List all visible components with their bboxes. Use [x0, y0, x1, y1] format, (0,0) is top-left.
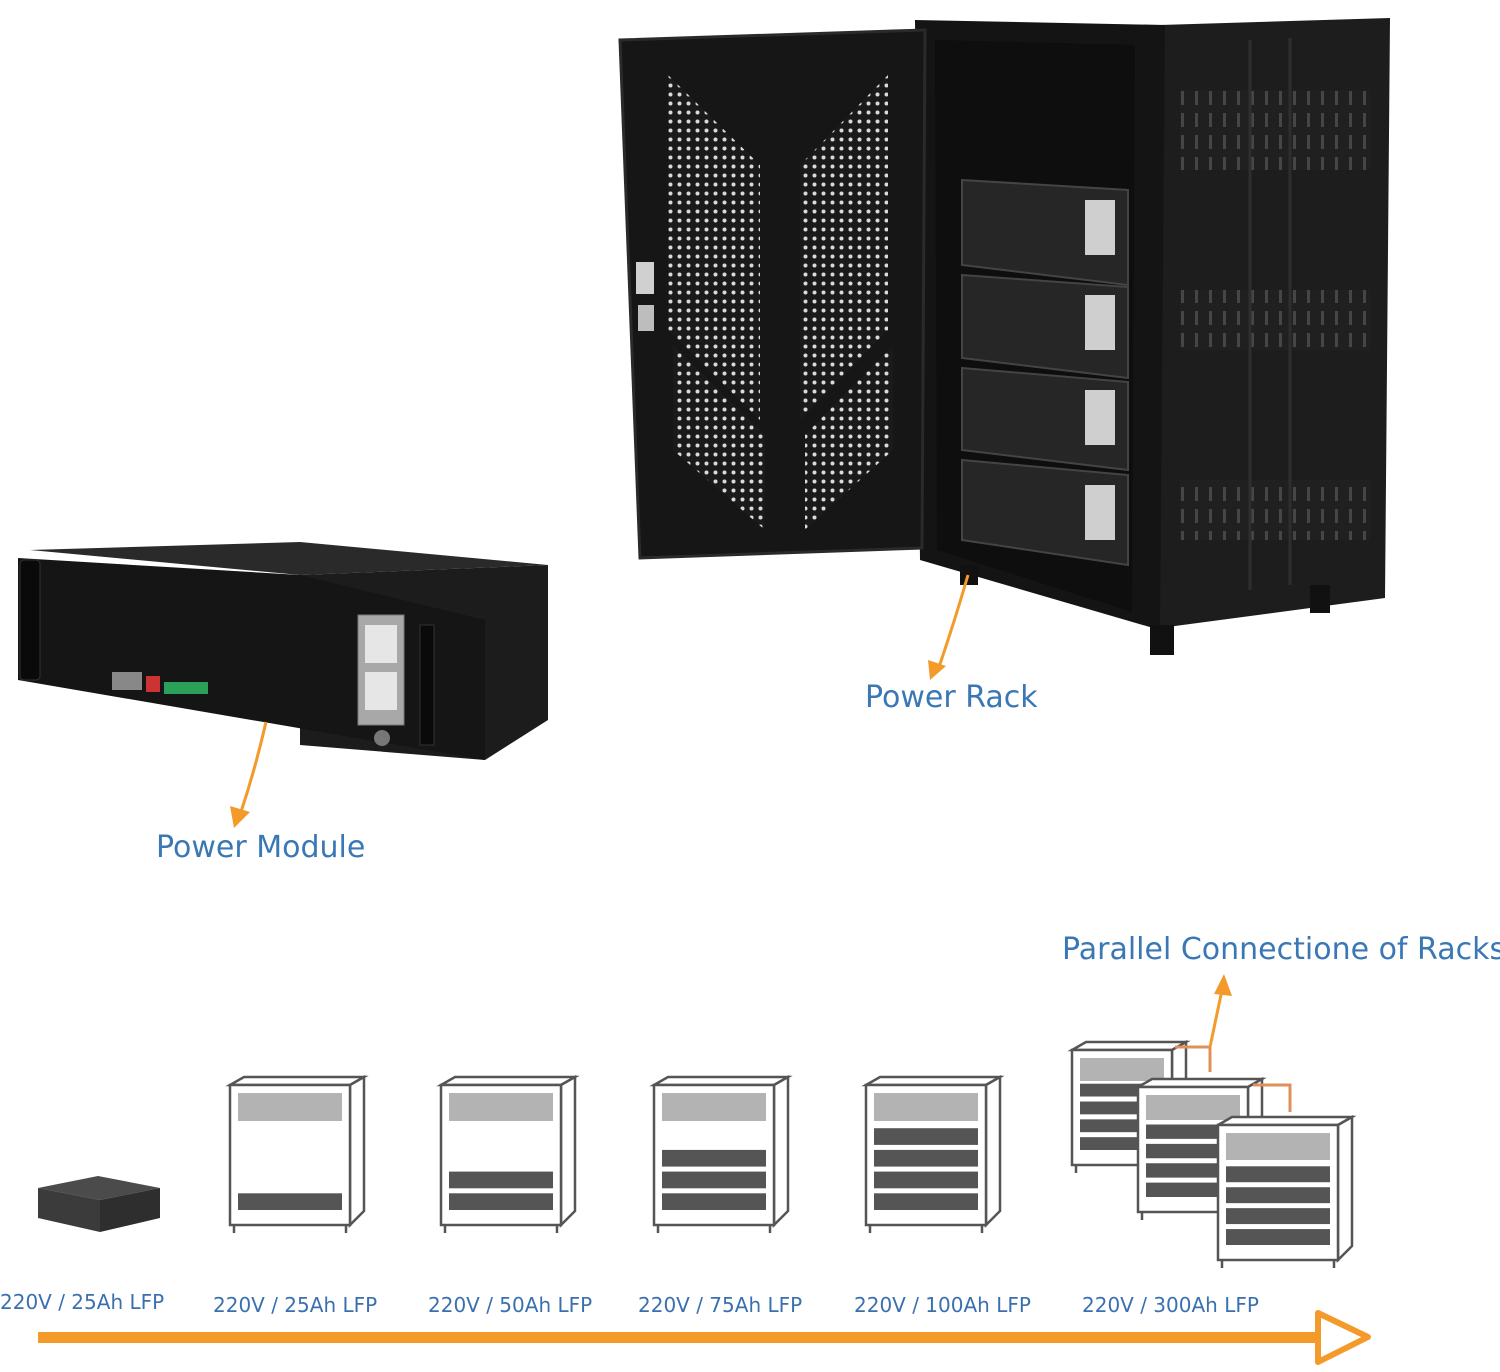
rack-icon-module [1146, 1182, 1240, 1197]
rack-icon [1213, 1114, 1357, 1268]
rack-icon-module [874, 1128, 978, 1145]
rack-icon [225, 1074, 369, 1233]
power-module-pointer-arrow [230, 721, 268, 828]
stage-caption-3: 220V / 50Ah LFP [428, 1293, 593, 1317]
rack-icon-module [1146, 1143, 1240, 1159]
rack-module-4 [961, 458, 1129, 567]
rack-icon-module [1226, 1187, 1330, 1204]
rack-icon-module [874, 1193, 978, 1210]
stage-caption-1: 220V / 25Ah LFP [0, 1290, 165, 1314]
rack-module-1 [961, 178, 1129, 287]
power-rack-image [618, 18, 1390, 655]
rack-icon-module [874, 1149, 978, 1167]
parallel-connection-lines [1175, 974, 1292, 1112]
rack-icon-module [1226, 1229, 1330, 1245]
rack-icon-module [662, 1193, 766, 1210]
rack-icon-module [238, 1193, 342, 1210]
rack-icon-module [1226, 1208, 1330, 1225]
rack-module-2 [961, 273, 1129, 380]
rack-icon-module [1226, 1166, 1330, 1183]
stage-caption-5: 220V / 100Ah LFP [854, 1293, 1031, 1317]
stage-caption-4: 220V / 75Ah LFP [638, 1293, 803, 1317]
rack-icon-module [1146, 1163, 1240, 1178]
power-module-image [18, 542, 548, 760]
stage-caption-6: 220V / 300Ah LFP [1082, 1293, 1259, 1317]
rack-icon [861, 1074, 1005, 1233]
rack-icon [649, 1074, 793, 1233]
parallel-connection-label: Parallel Connectione of Racks [1062, 932, 1500, 967]
rack-icon [436, 1074, 580, 1233]
rack-icon-module [449, 1171, 553, 1189]
power-rack-pointer-arrow [928, 574, 970, 680]
rack-icon-module [1146, 1124, 1240, 1139]
module-box-icon [38, 1176, 160, 1232]
rack-icons [225, 1039, 1357, 1268]
rack-icon-module [449, 1193, 553, 1210]
power-module-label: Power Module [156, 830, 366, 865]
rack-icon-module [662, 1171, 766, 1189]
power-rack-label: Power Rack [865, 680, 1038, 715]
rack-icon-module [874, 1171, 978, 1189]
stage-caption-2: 220V / 25Ah LFP [213, 1293, 378, 1317]
rack-icon-module [662, 1149, 766, 1167]
rack-module-3 [961, 366, 1129, 472]
arrow-right-icon [38, 1310, 1371, 1365]
